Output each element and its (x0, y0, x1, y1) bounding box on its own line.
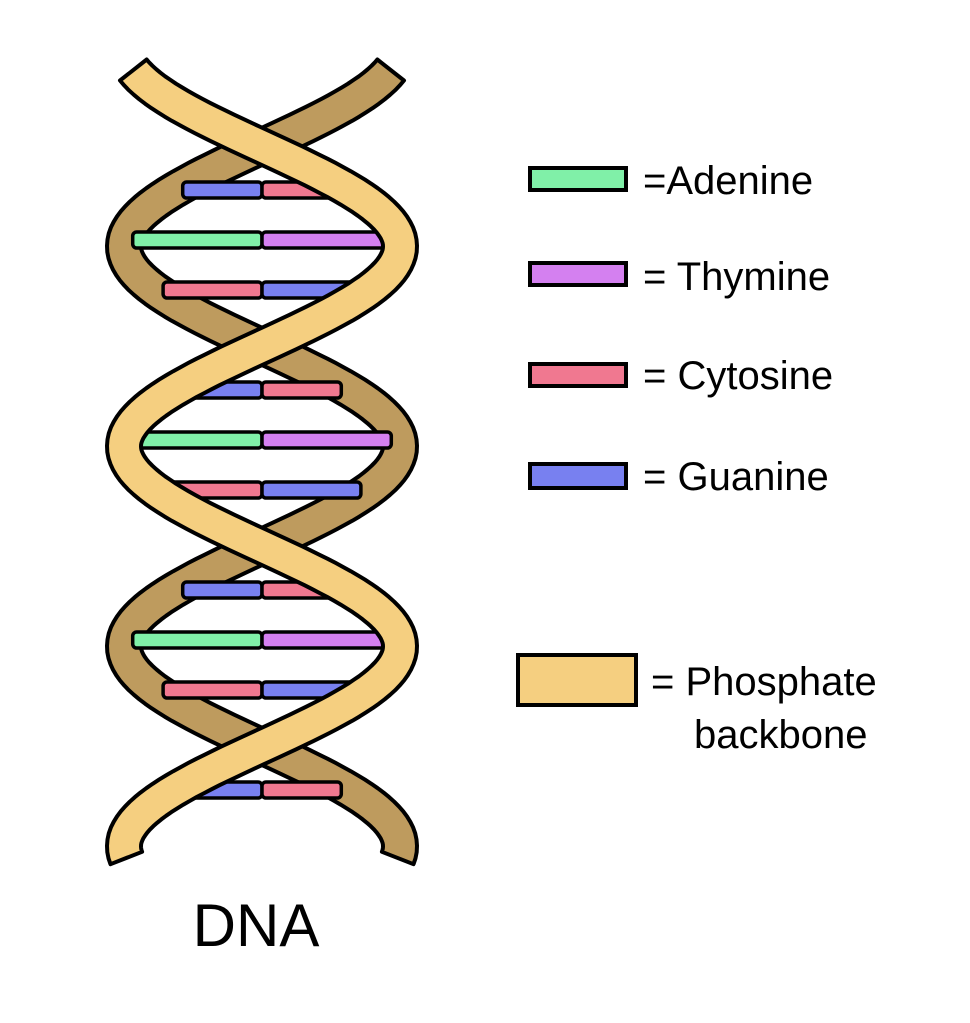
backbone-swatch (516, 653, 638, 707)
backbone-label-line1: = Phosphate (651, 660, 877, 704)
cytosine-base (161, 280, 264, 300)
adenine-swatch (528, 166, 628, 192)
guanine-label: = Guanine (643, 455, 829, 499)
cytosine-base (260, 780, 344, 800)
adenine-label: =Adenine (643, 159, 813, 203)
adenine-base (130, 430, 264, 450)
base-pair (130, 430, 394, 450)
thymine-swatch (528, 261, 628, 287)
base-pair (130, 230, 394, 250)
legend-item-guanine: = Guanine (528, 455, 829, 499)
legend: =Adenine = Thymine = Cytosine = Guanine … (516, 159, 877, 757)
dna-helix (105, 57, 419, 867)
thymine-label: = Thymine (643, 255, 830, 299)
adenine-base (130, 630, 264, 650)
thymine-base (260, 630, 394, 650)
adenine-base (130, 230, 264, 250)
cytosine-base (161, 680, 264, 700)
base-pair (130, 630, 394, 650)
guanine-swatch (528, 462, 628, 490)
dna-title: DNA (193, 892, 320, 959)
legend-item-backbone: = Phosphate backbone (516, 653, 877, 757)
backbone-strand-front (105, 57, 419, 867)
guanine-base (180, 580, 264, 600)
legend-item-cytosine: = Cytosine (528, 354, 833, 398)
legend-item-thymine: = Thymine (528, 255, 830, 299)
guanine-base (180, 180, 264, 200)
cytosine-swatch (528, 362, 628, 388)
thymine-base (260, 230, 394, 250)
cytosine-label: = Cytosine (643, 354, 833, 398)
guanine-base (260, 480, 363, 500)
cytosine-base (260, 380, 344, 400)
thymine-base (260, 430, 394, 450)
backbone-label-line2: backbone (694, 713, 867, 757)
legend-item-adenine: =Adenine (528, 159, 813, 203)
front-backbone-strand (105, 57, 419, 867)
base-pairs (130, 180, 394, 800)
